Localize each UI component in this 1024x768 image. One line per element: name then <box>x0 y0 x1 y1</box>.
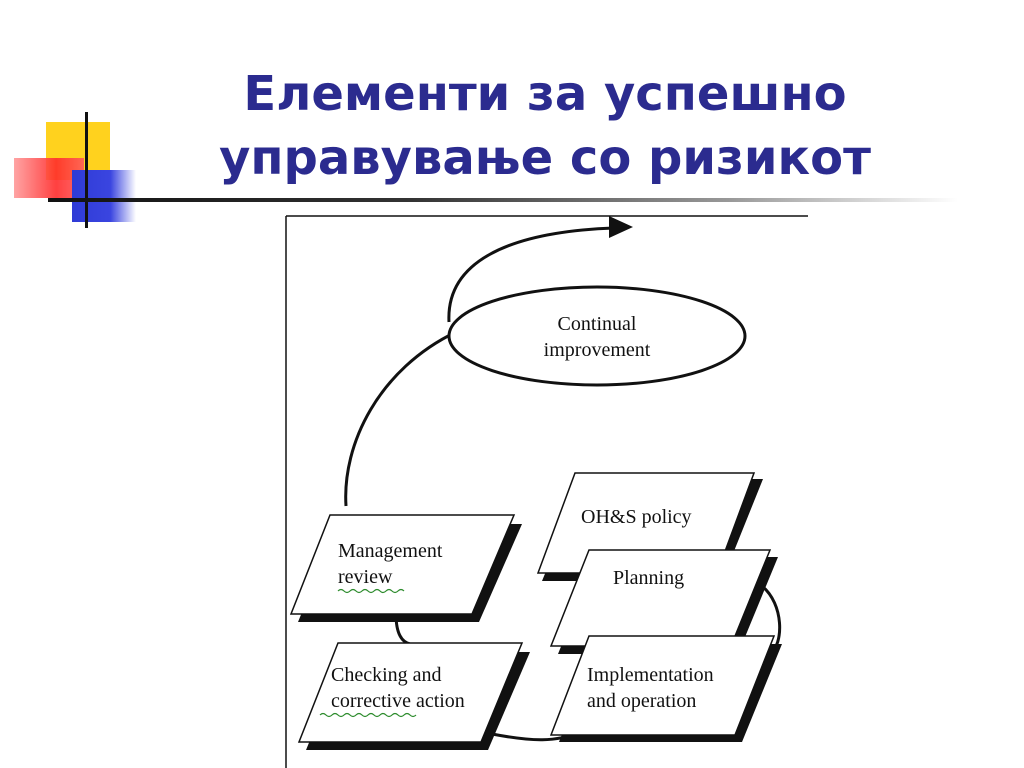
checking-box <box>297 642 524 743</box>
title-line-1: Елементи за успешно <box>243 66 847 122</box>
checking-label: Checking and corrective action <box>331 662 465 714</box>
continual-improvement-label: Continual improvement <box>512 311 682 363</box>
review-line-2: review <box>338 566 393 588</box>
continual-line-1: Continual <box>557 313 637 335</box>
title-line-2: управување со ризикот <box>219 130 871 186</box>
slide-title: Елементи за успешно управување со ризико… <box>200 62 890 190</box>
decor-vertical-line <box>85 112 88 228</box>
continual-improvement-ellipse <box>447 285 747 387</box>
oh-s-policy-label: OH&S policy <box>581 506 692 528</box>
checking-line-2: corrective action <box>331 690 465 712</box>
curve-review-to-improvement <box>344 330 457 507</box>
checking-spellcheck-underline <box>319 712 417 718</box>
top-arrowhead <box>609 216 633 238</box>
implementation-box <box>549 635 776 736</box>
curve-improvement-to-top <box>447 226 615 323</box>
implementation-line-2: and operation <box>587 690 697 712</box>
management-review-label: Management review <box>338 538 442 590</box>
implementation-label: Implementation and operation <box>587 662 714 714</box>
checking-line-1: Checking and <box>331 664 442 686</box>
title-underline <box>48 198 958 202</box>
ohs-management-cycle-diagram: Continual improvement OH&S policy Planni… <box>284 214 808 768</box>
management-review-box <box>289 514 516 615</box>
review-line-1: Management <box>338 540 443 562</box>
continual-line-2: improvement <box>543 339 651 361</box>
review-spellcheck-underline <box>337 588 405 594</box>
decor-blue-square <box>72 170 136 222</box>
planning-label: Planning <box>613 567 685 589</box>
diagram-graphic <box>285 215 808 768</box>
implementation-line-1: Implementation <box>587 664 714 686</box>
